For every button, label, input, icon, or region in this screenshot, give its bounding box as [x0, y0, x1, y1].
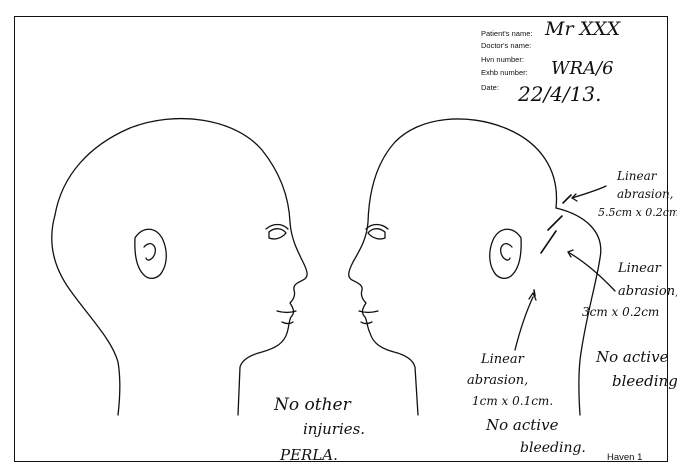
right-head-outline	[349, 119, 557, 415]
no-bleeding-center-line-2: bleeding.	[520, 441, 586, 455]
right-ear	[490, 229, 521, 278]
left-eye	[269, 229, 286, 239]
right-mouth	[359, 311, 378, 313]
abrasion-3-line-2: abrasion,	[467, 374, 528, 387]
no-bleeding-center-line-1: No active	[486, 418, 558, 433]
pointer-arrow-3	[515, 297, 533, 350]
left-head-neck-back	[52, 215, 120, 415]
perla-note: PERLA.	[280, 448, 338, 463]
abrasion-mark-3	[541, 231, 556, 253]
abrasion-2-line-1: Linear	[618, 262, 661, 275]
pointer-arrow-2	[568, 252, 615, 291]
no-bleeding-right-line-1: No active	[596, 350, 668, 365]
abrasion-mark-2	[548, 216, 562, 230]
abrasion-3-line-1: Linear	[481, 353, 524, 366]
abrasion-2-line-2: abrasion,	[618, 285, 677, 298]
abrasion-mark-1	[563, 195, 571, 203]
no-other-injuries-line-2: injuries.	[303, 422, 365, 437]
right-eye	[368, 229, 385, 239]
left-ear	[135, 229, 166, 278]
left-head-outline	[55, 119, 307, 415]
page-footer-label: Haven 1	[607, 452, 642, 463]
no-other-injuries-line-1: No other	[274, 397, 351, 414]
abrasion-1-line-2: abrasion,	[617, 188, 674, 200]
left-chin-line	[282, 322, 293, 324]
abrasion-2-line-3: 3cm x 0.2cm	[582, 306, 659, 318]
left-mouth	[277, 311, 296, 313]
no-bleeding-right-line-2: bleeding	[612, 374, 677, 389]
abrasion-1-line-3: 5.5cm x 0.2cm	[598, 207, 677, 218]
pointer-arrow-1	[572, 186, 606, 198]
abrasion-3-line-3: 1cm x 0.1cm.	[472, 395, 553, 407]
left-ear-inner	[144, 244, 155, 260]
right-ear-inner	[501, 244, 512, 260]
abrasion-1-line-1: Linear	[617, 170, 657, 182]
